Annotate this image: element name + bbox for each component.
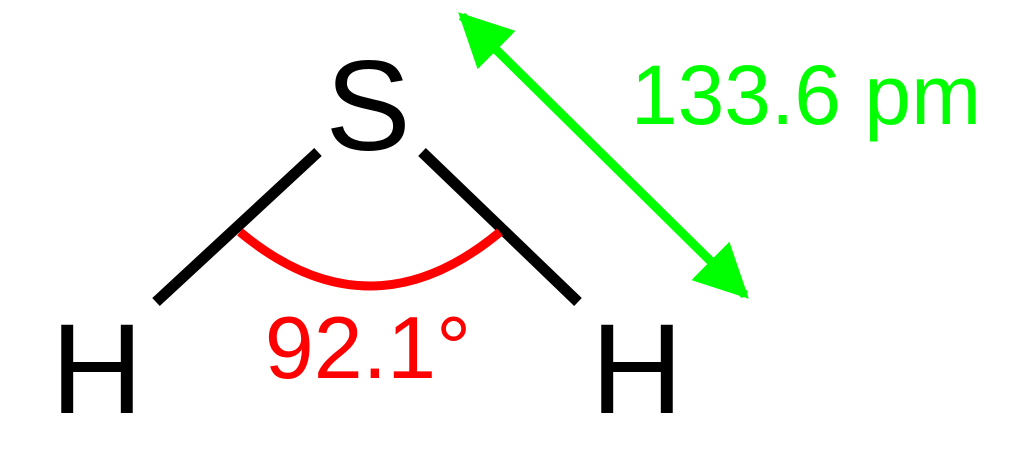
bond-length-arrow [458, 12, 749, 299]
atom-hydrogen-right-label: H [591, 298, 683, 441]
atom-hydrogen-left-label: H [51, 298, 143, 441]
bond-angle-label: 92.1° [265, 298, 471, 397]
bond-angle-arc [237, 228, 503, 291]
bond-left [152, 147, 322, 307]
bond-right [418, 148, 582, 306]
bond-length-label: 133.6 pm [631, 48, 981, 142]
atom-sulfur-label: S [325, 35, 410, 178]
